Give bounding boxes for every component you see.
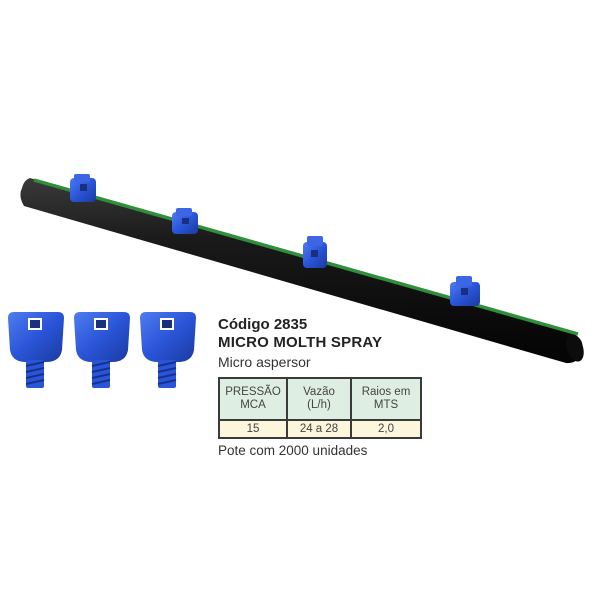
product-code: Código 2835 bbox=[218, 316, 308, 333]
mounted-sprayer-4 bbox=[450, 276, 480, 306]
spec-cell-flow: 24 a 28 bbox=[286, 419, 352, 439]
mounted-sprayer-1 bbox=[70, 174, 96, 202]
spec-header-flow: Vazão(L/h) bbox=[286, 377, 352, 421]
table-row: 15 24 a 28 2,0 bbox=[218, 419, 422, 439]
product-name: MICRO MOLTH SPRAY bbox=[218, 334, 383, 351]
loose-sprayer-1 bbox=[8, 312, 64, 388]
spec-cell-radius: 2,0 bbox=[350, 419, 422, 439]
package-note: Pote com 2000 unidades bbox=[218, 443, 368, 458]
loose-sprayer-3 bbox=[140, 312, 196, 388]
mounted-sprayer-3 bbox=[303, 236, 327, 268]
mounted-sprayer-2 bbox=[172, 208, 198, 234]
product-description: Micro aspersor bbox=[218, 354, 311, 370]
product-info: Código 2835 MICRO MOLTH SPRAY Micro aspe… bbox=[218, 316, 458, 459]
loose-sprayer-2 bbox=[74, 312, 130, 388]
spec-cell-pressure: 15 bbox=[218, 419, 288, 439]
